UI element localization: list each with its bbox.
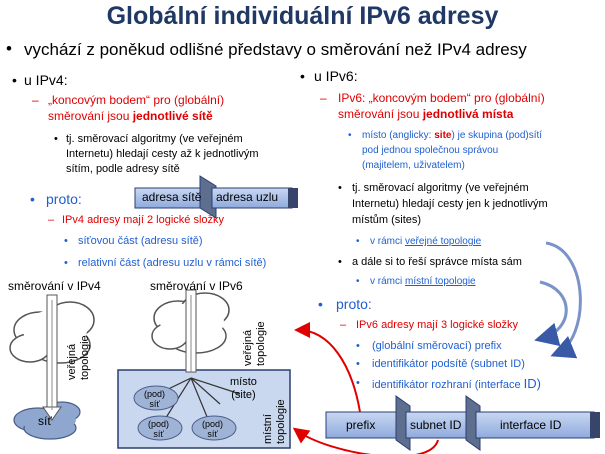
bullet: •	[300, 68, 305, 84]
subnet-label: subnet ID	[410, 418, 462, 432]
ipv6-heading: u IPv6:	[314, 68, 358, 84]
bullet: •	[348, 130, 352, 141]
ipv6-tj-line2: Internetu) hledají cesty jen k jednotliv…	[352, 198, 548, 210]
ipv6-topology-label: veřejná topologie	[242, 298, 272, 370]
public-to-subnet-connector	[545, 241, 582, 359]
local-topology-item: v rámci místní topologie	[370, 276, 476, 287]
ipv4-route-arrow	[42, 294, 62, 421]
ipv4-tj-line2: Internetu) hledají cesty až k jednotlivý…	[66, 148, 259, 160]
topo-word-2: topologie	[79, 335, 91, 380]
prefix-label: prefix	[346, 418, 376, 432]
ipv4-box-end	[288, 188, 298, 208]
ipv4-part1: síťovou část (adresu sítě)	[78, 235, 203, 247]
bullet: –	[340, 319, 347, 331]
topo-word-1: veřejná	[242, 329, 254, 366]
bullet: •	[318, 296, 323, 312]
ipv4-proto: proto:	[46, 191, 82, 207]
ipv6-address-bar	[325, 395, 600, 451]
ipv6-tj-line1: tj. směrovací algoritmy (ve veřejném	[352, 182, 529, 194]
ipv4-tj-line3: sítím, podle adresy sítě	[66, 163, 180, 175]
local-word-2: topologie	[275, 399, 287, 444]
bullet: –	[32, 93, 39, 107]
public-topology-item: v rámci veřejné topologie	[370, 236, 482, 247]
bullet: •	[54, 133, 58, 145]
local-topology-label: místní topologie	[262, 390, 290, 446]
bullet: •	[64, 257, 68, 269]
subnet-label-3: (pod)síť	[202, 419, 224, 439]
ipv6-endpoint-line1: IPv6: „koncovým bodem“ pro (globální)	[338, 91, 545, 105]
bullet: •	[338, 182, 342, 194]
bullet: •	[356, 236, 360, 247]
ipv6-diagram-heading: směrování v IPv6	[150, 279, 243, 293]
subnet-cloud-3	[191, 415, 237, 441]
intro-bullet: •	[6, 39, 12, 58]
ipv4-endpoint-line1: „koncovým bodem“ pro (globální)	[48, 93, 225, 107]
bullet: •	[356, 340, 360, 352]
ipv6-part3: identifikátor rozhraní (interface ID)	[372, 376, 541, 391]
subnet-cloud-2	[137, 415, 183, 441]
bullet: •	[356, 276, 360, 287]
bullet: –	[320, 91, 327, 105]
ipv4-node-label: adresa uzlu	[216, 190, 279, 204]
ipv4-endpoint-line2: směrování jsou jednotlivé sítě	[48, 109, 213, 123]
ipv6-part2: identifikátor podsítě (subnet ID)	[372, 358, 525, 370]
subnet-label-2: (pod)síť	[148, 419, 170, 439]
local-to-prefix-connector	[534, 280, 568, 347]
intro-text: vychází z poněkud odlišné představy o sm…	[24, 40, 527, 59]
ipv6-parts: IPv6 adresy mají 3 logické složky	[356, 319, 519, 331]
bullet: •	[356, 377, 360, 389]
ipv6-cloud	[151, 292, 230, 354]
bullet: •	[338, 256, 342, 268]
site-def-line3: (majitelem, uživatelem)	[362, 160, 465, 171]
ipv4-diagram-heading: směrování v IPv4	[8, 279, 101, 293]
bullet: •	[30, 191, 35, 207]
iface-label: interface ID	[500, 418, 562, 432]
ipv4-topology-label: veřejná topologie	[66, 300, 96, 390]
site-def-line1: místo (anglicky: site) je skupina (pod)s…	[362, 130, 543, 141]
local-word-1: místní	[262, 414, 274, 444]
ipv4-net-label: síť	[38, 414, 52, 428]
ipv6-proto: proto:	[336, 296, 372, 312]
page-title: Globální individuální IPv6 adresy	[106, 2, 499, 30]
prefix-to-public-arrow	[294, 322, 361, 413]
ipv4-heading: u IPv4:	[24, 72, 68, 88]
site-label: místo (site)	[230, 376, 257, 401]
bullet: –	[48, 214, 55, 226]
site-def-line2: pod jednou společnou správou	[362, 145, 499, 156]
subnet-label-1: (pod)síť	[144, 389, 166, 409]
topo-word-1: veřejná	[66, 343, 78, 380]
bullet: •	[12, 72, 17, 88]
ipv6-part1: (globální směrovací) prefix	[372, 340, 502, 352]
ipv4-net-label: adresa sítě	[142, 190, 202, 204]
subnet-cloud-1	[133, 385, 179, 411]
subnet-to-local-arrow	[292, 427, 439, 454]
bullet: •	[356, 358, 360, 370]
ipv4-address-bar	[134, 175, 298, 219]
ipv4-tj-line1: tj. směrovací algoritmy (ve veřejném	[66, 133, 243, 145]
topo-word-2: topologie	[255, 321, 267, 366]
ipv6-route-arrow	[185, 289, 197, 373]
ipv4-parts: IPv4 adresy mají 2 logické složky	[62, 214, 225, 226]
ipv6-box-end	[590, 412, 600, 438]
iface-box	[475, 411, 595, 439]
ipv4-part2: relativní část (adresu uzlu v rámci sítě…	[78, 257, 267, 269]
bullet: •	[64, 235, 68, 247]
ipv6-tj-line3: místům (sites)	[352, 214, 422, 226]
admin-item: a dále si to řeší správce místa sám	[352, 256, 522, 268]
prefix-box	[325, 411, 399, 439]
ipv6-endpoint-line2: směrování jsou jednotlivá místa	[338, 107, 514, 121]
